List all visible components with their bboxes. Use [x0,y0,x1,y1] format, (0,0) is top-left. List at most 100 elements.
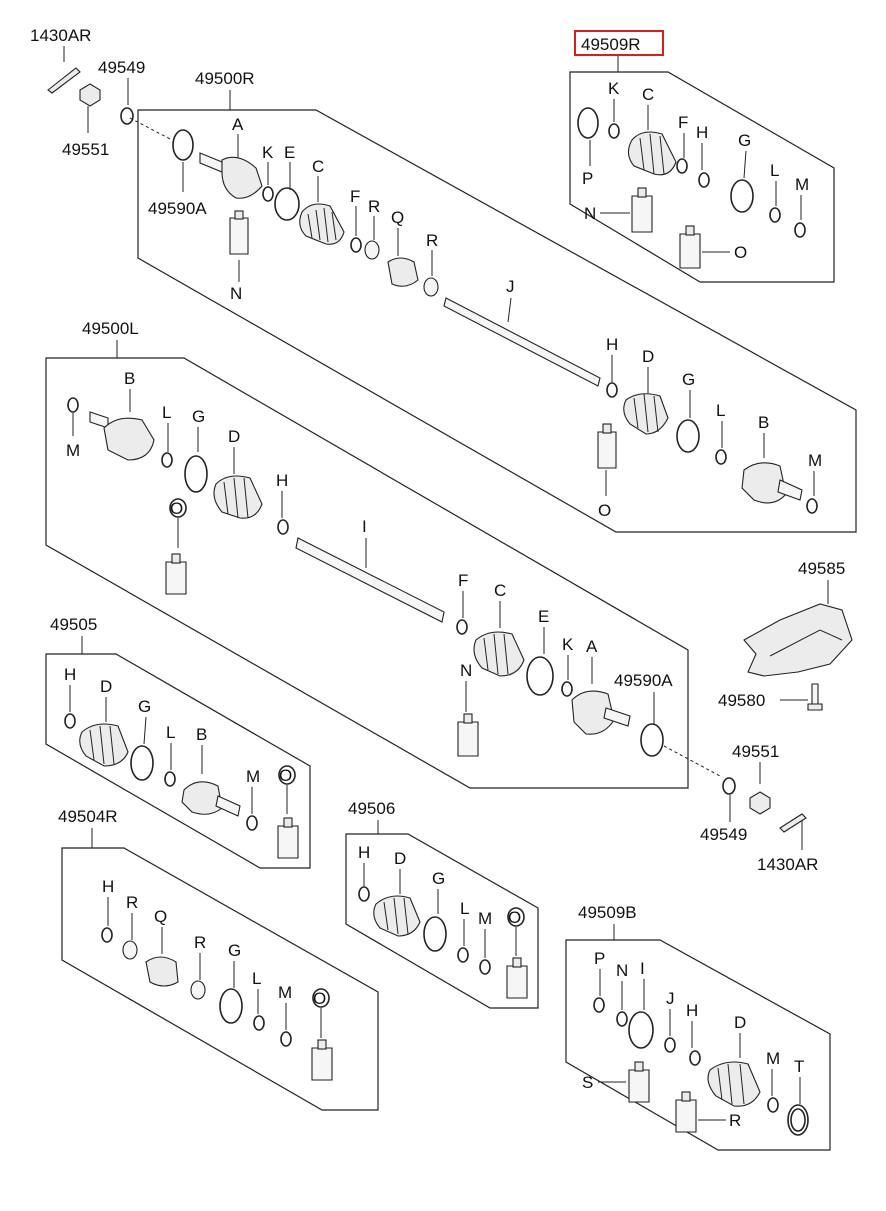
letter-o[interactable]: O [313,989,326,1008]
letter-h[interactable]: H [358,843,370,862]
assembly-label-49505[interactable]: 49505 [50,615,97,634]
letter-m[interactable]: M [278,983,292,1002]
letter-f[interactable]: F [678,113,688,132]
letter-e[interactable]: E [538,607,549,626]
letter-c[interactable]: C [494,581,506,600]
letter-r[interactable]: R [194,933,206,952]
letter-b[interactable]: B [124,369,135,388]
letter-f[interactable]: F [350,187,360,206]
part-label-49590a[interactable]: 49590A [148,199,207,218]
letter-r[interactable]: R [368,197,380,216]
letter-a[interactable]: A [232,115,244,134]
letter-h[interactable]: H [102,877,114,896]
letter-l[interactable]: L [252,969,261,988]
letter-k[interactable]: K [262,143,274,162]
letter-l[interactable]: L [460,899,469,918]
letter-r[interactable]: R [426,231,438,250]
letter-j[interactable]: J [506,277,515,296]
clip-icon [161,452,173,468]
assembly-frame [345,833,539,1009]
letter-j[interactable]: J [666,989,675,1008]
letter-r[interactable]: R [729,1111,741,1130]
letter-g[interactable]: G [738,131,751,150]
part-label-1430ar[interactable]: 1430AR [30,26,91,45]
letter-q[interactable]: Q [154,907,167,926]
clip-icon [350,237,362,253]
letter-g[interactable]: G [432,869,445,888]
assembly-label-49509b[interactable]: 49509B [578,903,637,922]
letter-n[interactable]: N [616,961,628,980]
assembly-label-49504r[interactable]: 49504R [58,807,118,826]
letter-s[interactable]: S [582,1073,593,1092]
grease-tube-icon [631,195,653,233]
part-label-49580[interactable]: 49580 [718,691,765,710]
letter-g[interactable]: G [228,941,241,960]
letter-p[interactable]: P [594,949,605,968]
part-label-49549[interactable]: 49549 [98,58,145,77]
seal-ring-icon [577,107,599,139]
letter-e[interactable]: E [284,143,295,162]
letter-d[interactable]: D [100,677,112,696]
letter-n[interactable]: N [460,661,472,680]
letter-p[interactable]: P [582,169,593,188]
letter-m[interactable]: M [66,441,80,460]
letter-h[interactable]: H [696,123,708,142]
letter-o[interactable]: O [508,908,521,927]
part-label-1430ar[interactable]: 1430AR [757,855,818,874]
letter-n[interactable]: N [584,204,596,223]
letter-o[interactable]: O [279,766,292,785]
cv-boot-icon [213,475,263,519]
letter-h[interactable]: H [64,665,76,684]
letter-m[interactable]: M [808,451,822,470]
letter-l[interactable]: L [716,401,725,420]
part-label-49551[interactable]: 49551 [62,140,109,159]
assembly-label-49585[interactable]: 49585 [798,559,845,578]
letter-k[interactable]: K [562,635,574,654]
letter-g[interactable]: G [192,407,205,426]
letter-m[interactable]: M [246,767,260,786]
inner-cv-joint-icon [181,781,223,815]
letter-l[interactable]: L [162,403,171,422]
letter-c[interactable]: C [642,85,654,104]
letter-k[interactable]: K [608,79,620,98]
letter-m[interactable]: M [766,1049,780,1068]
assembly-label-49500l[interactable]: 49500L [82,319,139,338]
letter-m[interactable]: M [795,175,809,194]
assembly-label-49509r[interactable]: 49509R [581,35,641,54]
assembly-label-49506[interactable]: 49506 [348,799,395,818]
letter-i[interactable]: I [362,517,367,536]
letter-h[interactable]: H [686,1001,698,1020]
letter-g[interactable]: G [682,370,695,389]
letter-d[interactable]: D [228,427,240,446]
clip-icon [253,1015,265,1031]
letter-r[interactable]: R [126,893,138,912]
letter-m[interactable]: M [478,909,492,928]
letter-i[interactable]: I [640,959,645,978]
letter-h[interactable]: H [276,471,288,490]
letter-h[interactable]: H [606,335,618,354]
letter-l[interactable]: L [166,723,175,742]
letter-d[interactable]: D [642,347,654,366]
letter-o[interactable]: O [734,243,747,262]
letter-b[interactable]: B [758,413,769,432]
letter-o[interactable]: O [170,499,183,518]
assembly-frame [45,357,689,789]
part-label-49551[interactable]: 49551 [732,742,779,761]
letter-n[interactable]: N [230,284,242,303]
letter-f[interactable]: F [458,571,468,590]
letter-d[interactable]: D [734,1013,746,1032]
letter-d[interactable]: D [394,849,406,868]
letter-a[interactable]: A [586,637,598,656]
assembly-label-49500r[interactable]: 49500R [195,69,255,88]
assembly-49504r: 49504R H R Q R G L M O [58,807,379,1111]
grease-cap-icon [507,907,525,927]
letter-b[interactable]: B [196,725,207,744]
part-label-49590a[interactable]: 49590A [614,671,673,690]
letter-t[interactable]: T [794,1057,804,1076]
letter-c[interactable]: C [312,157,324,176]
letter-g[interactable]: G [138,697,151,716]
letter-o[interactable]: O [598,501,611,520]
letter-l[interactable]: L [770,161,779,180]
letter-q[interactable]: Q [391,208,404,227]
part-label-49549[interactable]: 49549 [700,825,747,844]
